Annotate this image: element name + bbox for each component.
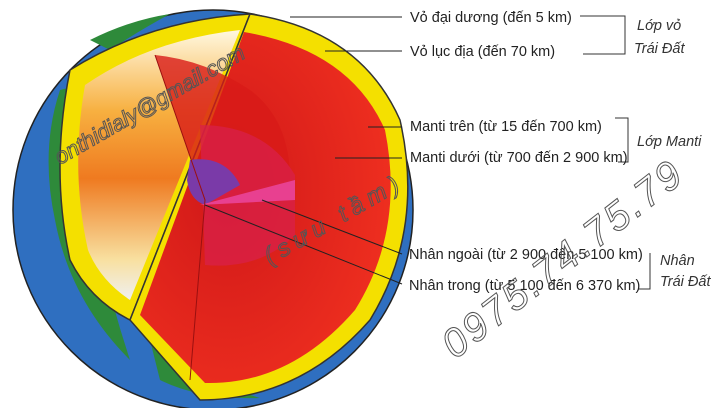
leader-lines xyxy=(204,16,403,285)
label-inner-core: Nhân trong (từ 5 100 đến 6 370 km) xyxy=(409,278,640,294)
inner-core xyxy=(187,159,240,205)
group-core-line1: Nhân xyxy=(660,253,695,269)
brackets xyxy=(580,15,651,290)
label-oceanic-crust: Vỏ đại dương (đến 5 km) xyxy=(410,10,572,26)
leader-inner-core xyxy=(204,204,403,285)
continent-shape xyxy=(150,340,260,399)
earth-globe xyxy=(12,9,414,408)
bracket-core xyxy=(638,253,651,290)
group-crust-line2: Trái Đất xyxy=(634,41,685,57)
cut-edge-line xyxy=(154,54,206,381)
group-mantle: Lớp Manti xyxy=(637,134,702,150)
label-outer-core: Nhân ngoài (từ 2 900 đến 5 100 km) xyxy=(409,247,643,263)
label-lower-mantle: Manti dưới (từ 700 đến 2 900 km) xyxy=(410,150,628,166)
continent-shape xyxy=(90,14,170,50)
label-upper-mantle: Manti trên (từ 15 đến 700 km) xyxy=(410,119,602,135)
group-core-line2: Trái Đất xyxy=(660,274,711,290)
bracket-crust xyxy=(580,15,626,55)
leader-outer-core xyxy=(261,199,403,255)
group-crust-line1: Lớp vỏ xyxy=(637,18,681,34)
outer-core-face xyxy=(200,180,295,205)
label-continental-crust: Vỏ lục địa (đến 70 km) xyxy=(410,44,555,60)
bracket-mantle xyxy=(615,117,629,163)
